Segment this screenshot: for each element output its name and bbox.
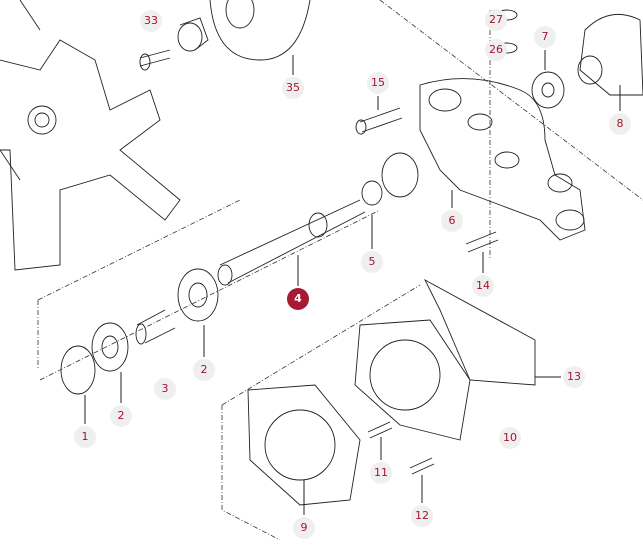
- part-callout-13[interactable]: 13: [563, 366, 585, 388]
- part-callout-11[interactable]: 11: [370, 462, 392, 484]
- thermostat-part: [531, 13, 643, 109]
- part-callout-26[interactable]: 26: [485, 39, 507, 61]
- part-callout-2[interactable]: 2: [110, 405, 132, 427]
- part-callout-10[interactable]: 10: [499, 427, 521, 449]
- spacer-part: [136, 309, 176, 344]
- screw-part-3: [465, 231, 499, 253]
- bearing-part: [177, 268, 219, 322]
- screw-part: [367, 421, 393, 439]
- part-callout-4[interactable]: 4: [287, 288, 309, 310]
- circlip-part: [60, 345, 96, 395]
- part-callout-35[interactable]: 35: [282, 77, 304, 99]
- bearing-part-2: [91, 322, 129, 372]
- shaft-part: [39, 199, 381, 381]
- part-callout-7[interactable]: 7: [534, 26, 556, 48]
- screw-part-2: [409, 457, 435, 475]
- bearing-inner: [188, 282, 208, 308]
- fan-part: [0, 0, 181, 271]
- leader-lines: [84, 50, 621, 515]
- part-callout-12[interactable]: 12: [411, 505, 433, 527]
- part-callout-9[interactable]: 9: [293, 517, 315, 539]
- seal-part: [361, 180, 383, 206]
- seal-ring-part: [381, 152, 419, 198]
- part-callout-8[interactable]: 8: [609, 113, 631, 135]
- bearing-inner-2: [101, 335, 119, 359]
- housing-part: [379, 0, 643, 260]
- part-callout-6[interactable]: 6: [441, 210, 463, 232]
- bolt-part: [359, 107, 403, 133]
- gaskets-part: [221, 278, 536, 541]
- part-callout-14[interactable]: 14: [472, 275, 494, 297]
- bolt-head: [355, 119, 367, 135]
- spacer-end: [135, 323, 147, 345]
- part-callout-3[interactable]: 3: [154, 378, 176, 400]
- part-callout-15[interactable]: 15: [367, 72, 389, 94]
- part-callout-33[interactable]: 33: [140, 10, 162, 32]
- part-callout-5[interactable]: 5: [361, 251, 383, 273]
- part-callout-2[interactable]: 2: [193, 359, 215, 381]
- pulley-part: [139, 0, 311, 71]
- part-callout-1[interactable]: 1: [74, 426, 96, 448]
- part-callout-27[interactable]: 27: [485, 9, 507, 31]
